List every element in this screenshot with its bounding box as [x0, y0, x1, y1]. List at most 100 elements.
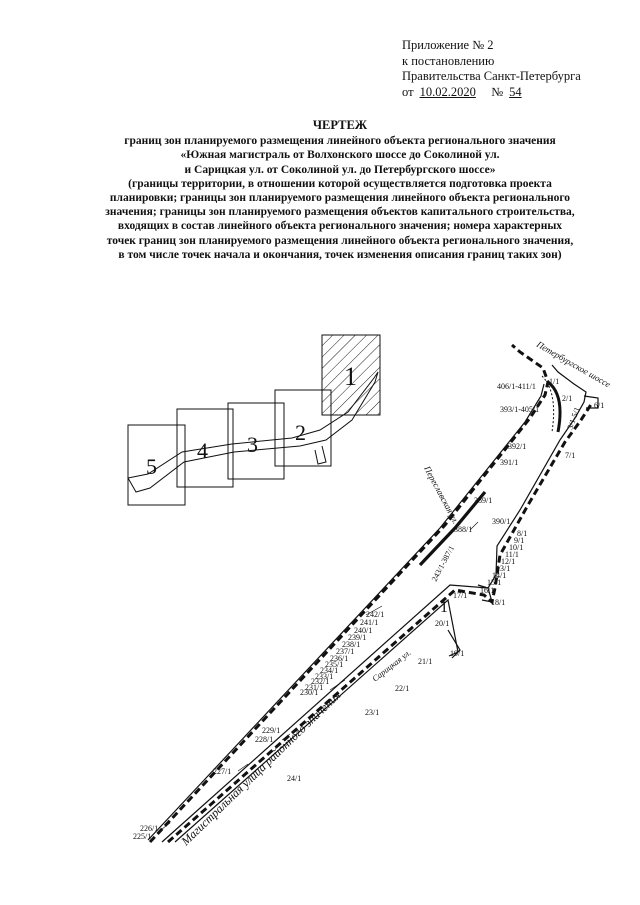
appendix-line-1: Приложение № 2	[402, 38, 494, 52]
point-label: 225/1	[133, 832, 151, 841]
sheet-label-4: 4	[197, 438, 208, 463]
sheet-2-frame	[274, 389, 332, 467]
point-label: 233/1	[315, 672, 333, 681]
point-label: 227/1	[213, 767, 231, 776]
south-notch	[447, 629, 461, 659]
street-magistral: Магистральная улица районного значения	[178, 688, 344, 849]
point-label: 10/1	[509, 543, 523, 552]
point-label: 389/1	[474, 496, 492, 505]
sheet-label-3: 3	[247, 432, 258, 457]
point-label: 19/1	[450, 649, 464, 658]
point-label: 388/1	[454, 525, 472, 534]
point-label: 240/1	[354, 626, 372, 635]
point-label: 6/1	[594, 401, 604, 410]
point-label: 14/1	[492, 571, 506, 580]
number-prefix: №	[491, 84, 504, 99]
title-line: точек границ зон планируемого размещения…	[106, 234, 574, 247]
sheet-label-5: 5	[146, 454, 157, 479]
point-label: 24/1	[287, 774, 301, 783]
title-line: «Южная магистраль от Волхонского шоссе д…	[180, 149, 500, 162]
point-label: 22/1	[395, 684, 409, 693]
date-prefix: от	[402, 84, 414, 99]
title-line: и Сарицкая ул. от Соколиной ул. до Петер…	[184, 163, 496, 176]
sheet-label-1: 1	[344, 362, 357, 391]
index-map: 1 2 3 4 5	[127, 334, 381, 506]
title-line: (границы территории, в отношении которой…	[128, 177, 552, 190]
leader-lines	[161, 521, 479, 830]
point-label: 16/1	[480, 586, 494, 595]
decree-number: 54	[509, 84, 522, 99]
point-label: 391/1	[500, 458, 518, 467]
zone-label: 1	[440, 599, 448, 616]
road-inner-line	[174, 598, 459, 843]
sheet-label-2: 2	[295, 420, 306, 445]
point-label: 229/1	[262, 726, 280, 735]
point-label: 392/1	[508, 442, 526, 451]
leader-line	[281, 733, 291, 741]
point-label: 11/1	[505, 550, 519, 559]
sheet-1-frame	[321, 334, 381, 416]
road-bold-segment	[418, 490, 487, 567]
point-label: 3/1-5/1	[565, 406, 581, 431]
street-peterburgskoe: Петербургское шоссе	[534, 339, 612, 390]
point-label: 236/1	[330, 654, 348, 663]
point-label: 2/1	[562, 394, 572, 403]
leader-line	[329, 679, 346, 691]
title-line: значения; границы зон планируемого разме…	[105, 206, 575, 219]
point-label: 13/1	[496, 564, 510, 573]
point-label: 234/1	[320, 666, 338, 675]
index-route-branch	[314, 445, 327, 465]
index-route-outline	[127, 371, 379, 493]
point-label: 230/1	[300, 688, 318, 697]
point-label: 20/1	[435, 619, 449, 628]
title-line: в том числе точек начала и окончания, то…	[118, 248, 562, 261]
point-label: 231/1	[305, 683, 323, 692]
point-label: 8/1	[517, 529, 527, 538]
junction-curve-dashes	[541, 375, 555, 433]
point-label: 21/1	[418, 657, 432, 666]
point-label: 232/1	[311, 677, 329, 686]
leader-line	[365, 605, 383, 616]
point-label: 17/1	[453, 591, 467, 600]
street-saritskaya: Сарицкая ул.	[370, 647, 413, 683]
sheet-5-frame	[127, 424, 186, 506]
appendix-line-2: к постановлению	[402, 53, 495, 68]
point-label: 23/1	[365, 708, 379, 717]
point-label: 12/1	[501, 557, 515, 566]
leader-line	[237, 763, 249, 772]
appendix-date-line: от 10.02.2020 № 54	[402, 85, 581, 101]
point-label: 241/1	[360, 618, 378, 627]
junction-curve	[547, 380, 562, 433]
appendix-line-3: Правительства Санкт-Петербурга	[402, 69, 581, 83]
drawing-title: ЧЕРТЕЖ границ зон планируемого размещени…	[60, 118, 620, 262]
point-label: 9/1	[514, 536, 524, 545]
point-label: 235/1	[325, 660, 343, 669]
title-line: планировки; границы зон планируемого раз…	[109, 192, 571, 205]
appendix-block: Приложение № 2 к постановлению Правитель…	[402, 38, 581, 100]
point-label: 242/1	[366, 610, 384, 619]
leader-line	[469, 521, 479, 531]
point-label: 390/1	[492, 517, 510, 526]
title-line: границ зон планируемого размещения линей…	[124, 135, 556, 148]
point-label: 406/1-411/1	[497, 382, 536, 391]
point-label: 15/1	[487, 578, 501, 587]
junction-box	[583, 395, 599, 409]
sheet-3-frame	[227, 402, 285, 480]
sheet-4-frame	[176, 408, 234, 488]
zone-boundary-outer	[147, 383, 545, 841]
title-line: входящих в состав линейного объекта реги…	[117, 220, 563, 233]
point-label: 237/1	[336, 647, 354, 656]
point-label: 228/1	[255, 735, 273, 744]
territory-boundary	[148, 343, 550, 844]
point-label: 238/1	[342, 640, 360, 649]
title-heading: ЧЕРТЕЖ	[312, 118, 368, 132]
point-label: 226/1	[140, 824, 158, 833]
mid-notch	[477, 584, 493, 603]
point-label: 18/1	[491, 598, 505, 607]
point-label: 1/1	[549, 377, 559, 386]
point-label: 7/1	[565, 451, 575, 460]
point-label: 239/1	[348, 633, 366, 642]
territory-boundary-right	[167, 402, 594, 844]
decree-date: 10.02.2020	[419, 84, 476, 99]
